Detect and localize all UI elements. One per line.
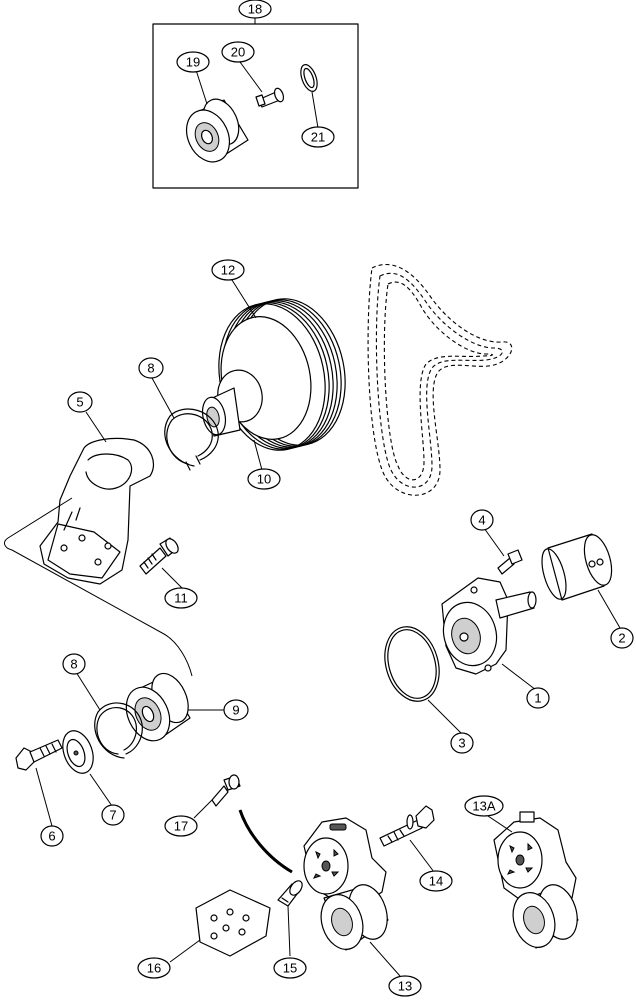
callout-12-label: 12 xyxy=(221,263,235,278)
callout-4-label: 4 xyxy=(478,513,485,528)
callout-6-label: 6 xyxy=(48,829,55,844)
snap-ring-8-lower xyxy=(94,702,143,759)
callout-20-label: 20 xyxy=(231,45,245,60)
callout-14: 14 xyxy=(419,870,453,892)
callout-21: 21 xyxy=(301,126,335,148)
callout-9: 9 xyxy=(223,699,249,721)
callout-8-upper: 8 xyxy=(138,357,164,379)
bolt-14 xyxy=(379,805,435,847)
callout-1: 1 xyxy=(526,687,550,709)
callout-19: 19 xyxy=(176,51,210,73)
callout-11-label: 11 xyxy=(174,591,188,606)
bolt-11 xyxy=(139,537,179,575)
callout-17-label: 17 xyxy=(174,819,188,834)
callout-19-label: 19 xyxy=(186,55,200,70)
callout-12: 12 xyxy=(211,259,245,281)
bolt-20 xyxy=(255,87,285,108)
callout-18: 18 xyxy=(238,0,272,19)
callout-6: 6 xyxy=(40,825,64,847)
idler-pulley-19 xyxy=(185,98,249,163)
callout-10-label: 10 xyxy=(257,472,271,487)
washer-21 xyxy=(300,64,318,92)
hub-10 xyxy=(201,369,263,437)
mounting-guide-curve xyxy=(238,809,293,874)
callout-10: 10 xyxy=(247,468,281,490)
callout-17: 17 xyxy=(164,815,198,837)
callout-8-lower: 8 xyxy=(62,653,86,675)
callout-2: 2 xyxy=(610,627,634,649)
bolt-17 xyxy=(211,774,241,807)
leader-lines xyxy=(35,16,621,977)
callout-13a: 13A xyxy=(464,795,504,817)
belt-tensioner-13 xyxy=(303,817,389,951)
bracket-5 xyxy=(39,437,155,585)
bracket-leader xyxy=(4,497,193,677)
callout-14-label: 14 xyxy=(429,874,443,889)
callout-9-label: 9 xyxy=(232,703,239,718)
callout-16-label: 16 xyxy=(147,961,161,976)
callout-2-label: 2 xyxy=(618,631,625,646)
callout-8-lower-label: 8 xyxy=(70,657,77,672)
callout-3: 3 xyxy=(450,732,474,754)
callout-15: 15 xyxy=(273,957,307,979)
callout-18-label: 18 xyxy=(248,2,262,17)
bolt-15 xyxy=(277,880,303,907)
idler-pulley-9 xyxy=(125,672,191,742)
callout-20: 20 xyxy=(221,41,255,63)
kit-frame xyxy=(152,23,359,189)
callout-7: 7 xyxy=(101,804,125,826)
callout-15-label: 15 xyxy=(283,961,297,976)
callout-8-upper-label: 8 xyxy=(147,361,154,376)
callout-13: 13 xyxy=(388,975,422,997)
callout-5: 5 xyxy=(67,391,93,413)
callout-5-label: 5 xyxy=(76,395,83,410)
drive-belt xyxy=(367,263,513,496)
o-ring-3 xyxy=(384,626,440,702)
callout-16: 16 xyxy=(137,957,171,979)
callout-13-label: 13 xyxy=(398,979,412,994)
sleeve-2 xyxy=(541,533,613,601)
water-pump-1 xyxy=(441,577,537,675)
callout-4: 4 xyxy=(470,509,494,531)
bolt-4 xyxy=(497,549,523,575)
callout-11: 11 xyxy=(164,587,198,609)
bolt-6 xyxy=(15,739,63,771)
dust-cap-7 xyxy=(62,730,94,774)
snap-ring-8-upper xyxy=(164,408,219,471)
callout-21-label: 21 xyxy=(311,130,325,145)
callout-13a-label: 13A xyxy=(472,799,495,814)
belt-tensioner-13a xyxy=(493,811,579,949)
callout-1-label: 1 xyxy=(534,691,541,706)
callout-3-label: 3 xyxy=(458,736,465,751)
mounting-plate-16 xyxy=(195,889,271,957)
callout-7-label: 7 xyxy=(109,808,116,823)
